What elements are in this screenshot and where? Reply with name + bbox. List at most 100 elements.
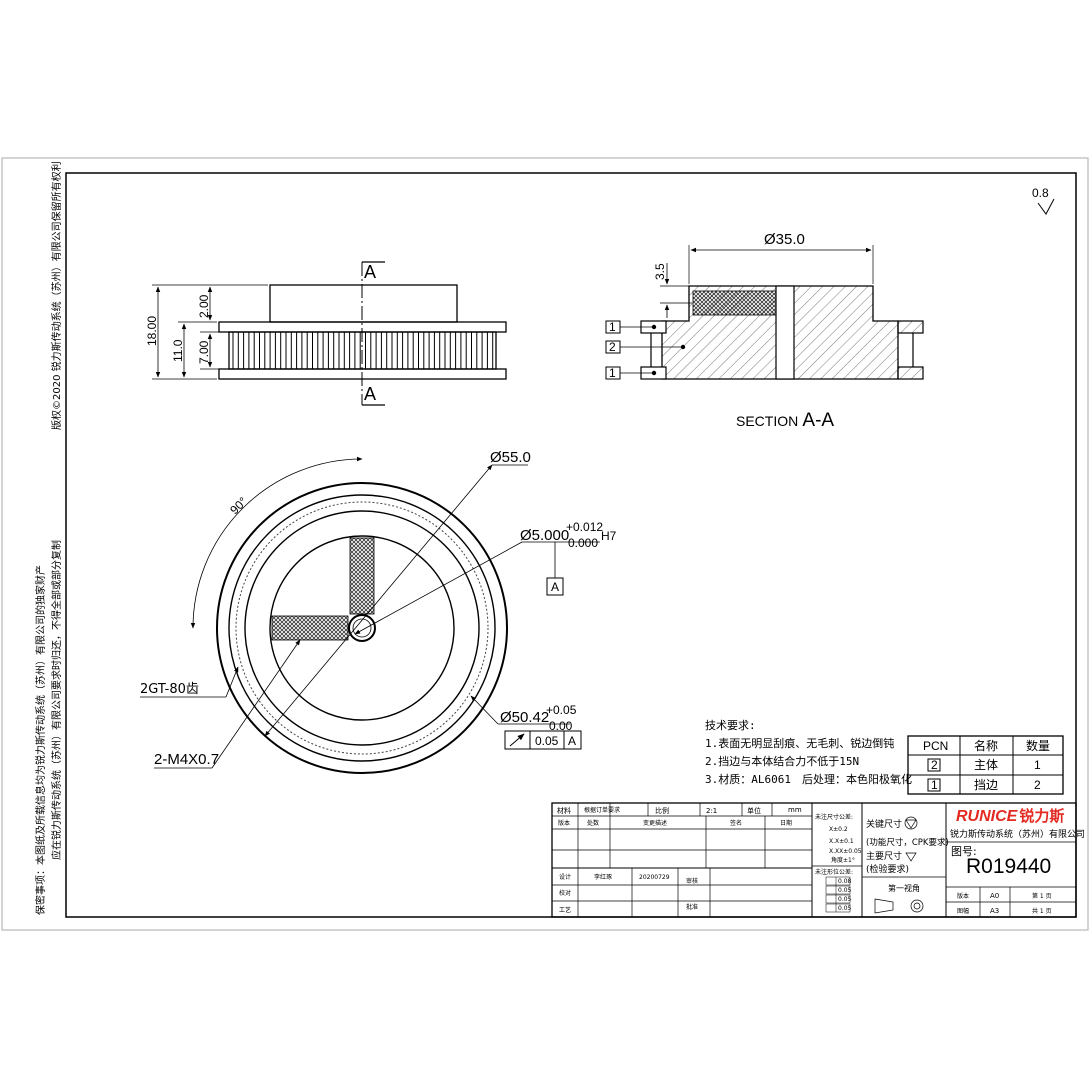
col-qty: 数量 <box>1026 738 1050 753</box>
confidential-note-2: 应在锐力斯传动系统（苏州）有限公司要求时归还，不得全部或部分复制 <box>50 540 63 860</box>
tol-line-1: X±0.2 <box>829 826 848 833</box>
tech-item-1: 1.表面无明显刮痕、无毛刺、锐边倒钝 <box>705 736 894 750</box>
size-value: A3 <box>990 907 999 915</box>
col-name: 名称 <box>974 738 998 753</box>
dim-teeth: 7.00 <box>197 340 211 364</box>
flange-tol-lower: 0.00 <box>549 719 573 733</box>
tooth-lines <box>232 332 494 369</box>
runout-frame: 0.05 A <box>504 730 582 750</box>
tech-item-3: 3.材质：AL6061 后处理：本色阳极氧化 <box>705 772 912 786</box>
col-pcn: PCN <box>923 739 948 753</box>
location-label: 处数 <box>587 819 599 827</box>
section-mark-top: A <box>364 262 376 282</box>
flange-tol-upper: +0.05 <box>546 703 577 717</box>
tol-line-3: X.XX±0.05 <box>829 848 862 855</box>
runout-value: 0.05 <box>535 734 559 748</box>
tech-requirements: 技术要求: 1.表面无明显刮痕、无毛刺、锐边倒钝 2.挡边与本体结合力不低于15… <box>705 719 912 786</box>
section-title: SECTION A-A <box>736 410 834 431</box>
bore-fit: H7 <box>601 529 617 543</box>
geo-value-2: 0.05 <box>838 887 852 894</box>
angle-label: 90° <box>227 494 250 517</box>
check-label: 校对 <box>559 889 571 897</box>
geo-value-3: 0.05 <box>838 896 852 903</box>
screw-hole-horizontal <box>271 615 349 641</box>
bore <box>775 285 795 380</box>
key-dim-note: (功能尺寸，CPK要求) <box>866 837 949 848</box>
scale-label: 比例 <box>655 806 669 815</box>
runout-datum: A <box>568 734 576 748</box>
tol-title: 未注尺寸公差: <box>815 813 853 821</box>
bore-tol-lower: 0.000 <box>568 536 598 550</box>
key-dim: 关键尺寸 <box>866 818 902 830</box>
dim-depth: 3.5 <box>653 263 667 280</box>
unit-value: mm <box>788 806 802 814</box>
copyright-note: 版权©2020 锐力斯传动系统（苏州）有限公司保留所有权利 <box>50 161 63 430</box>
date-label: 日期 <box>780 819 792 827</box>
screw-label: 2-M4X0.7 <box>154 751 219 768</box>
outer-sheet-border <box>1 157 1089 931</box>
bore-tol-upper: +0.012 <box>566 520 603 534</box>
tech-title: 技术要求: <box>705 719 756 732</box>
row2-pcn: 1 <box>931 778 938 792</box>
material-label: 材料 <box>557 806 571 815</box>
front-view: A A 18.00 11.0 2.00 7.00 <box>145 261 507 406</box>
tech-item-2: 2.挡边与本体结合力不低于15N <box>705 754 859 768</box>
confidential-note-1: 保密事项：本图纸及所载信息均为锐力斯传动系统（苏州）有限公司的独家财产 <box>34 565 47 915</box>
company-name: 锐力斯传动系统（苏州）有限公司 <box>950 828 1085 840</box>
geo-value-4: 0.05 <box>838 905 852 912</box>
sign-label: 签名 <box>730 819 742 827</box>
geo-title: 未注形位公差: <box>815 868 853 876</box>
tol-line-2: X.X±0.1 <box>829 838 854 845</box>
process-label: 工艺 <box>559 906 571 914</box>
callout-top: 1 <box>609 320 616 334</box>
version-label: 版本 <box>558 819 570 827</box>
callout-middle: 2 <box>609 340 616 354</box>
screw-hole-vertical <box>349 537 375 615</box>
dim-body: 11.0 <box>171 339 185 362</box>
tol-line-4: 角度±1° <box>831 856 855 864</box>
svg-text:0.8: 0.8 <box>1032 186 1049 200</box>
surface-roughness-symbol: 0.8 <box>1032 186 1055 215</box>
row2-qty: 2 <box>1034 778 1041 792</box>
version-field: 版本 <box>957 892 969 900</box>
review-label: 审核 <box>686 877 698 885</box>
right-bottom-flange <box>897 366 924 380</box>
title-block: 材料 根据订单要求 比例 2:1 单位 mm 版本 处数 变更描述 签名 日期 … <box>551 802 1085 918</box>
total-label: 共 1 页 <box>1032 907 1052 915</box>
outer-diameter-label: Ø55.0 <box>490 449 531 466</box>
drawing-no-label: 图号: <box>951 845 977 858</box>
row1-pcn: 2 <box>931 758 938 772</box>
dim-hub: 2.00 <box>197 294 211 318</box>
teeth-label: 2GT-80齿 <box>140 682 199 697</box>
datum-box <box>546 577 564 596</box>
parts-table: PCN 名称 数量 2 主体 1 1 挡边 2 <box>907 735 1064 795</box>
row2-name: 挡边 <box>974 778 998 792</box>
section-mark-bottom: A <box>364 384 376 404</box>
scale-value: 2:1 <box>706 807 717 815</box>
drawing-no: R019440 <box>966 855 1051 878</box>
size-label: 图幅 <box>957 907 969 915</box>
dim-total-height: 18.00 <box>145 316 159 346</box>
change-label: 变更描述 <box>643 819 667 827</box>
callout-bottom: 1 <box>609 366 616 380</box>
material-value: 根据订单要求 <box>584 806 620 814</box>
design-date: 20200729 <box>639 874 670 881</box>
approve-label: 批准 <box>686 903 698 911</box>
dim-section-diameter: Ø35.0 <box>764 231 805 248</box>
designer-value: 李红琢 <box>594 873 612 881</box>
designer-label: 设计 <box>559 873 571 881</box>
row1-name: 主体 <box>974 758 998 772</box>
section-view: 1 2 1 Ø35.0 3.5 SECTION A-A <box>605 231 924 431</box>
main-dim: 主要尺寸 <box>866 850 902 862</box>
hub-outline <box>269 284 458 323</box>
geo-value-1: 0.08 <box>838 878 852 885</box>
flange-diameter-label: Ø50.42 <box>500 709 549 726</box>
row1-qty: 1 <box>1034 758 1041 772</box>
top-view: 90° Ø55.0 Ø5.000 +0.012 0.000 H7 A 2GT-8… <box>140 449 617 774</box>
projection-label: 第一视角 <box>888 883 920 893</box>
right-top-flange <box>897 320 924 334</box>
sheet-label: 第 1 页 <box>1032 892 1052 900</box>
bore-diameter-label: Ø5.000 <box>520 527 569 544</box>
